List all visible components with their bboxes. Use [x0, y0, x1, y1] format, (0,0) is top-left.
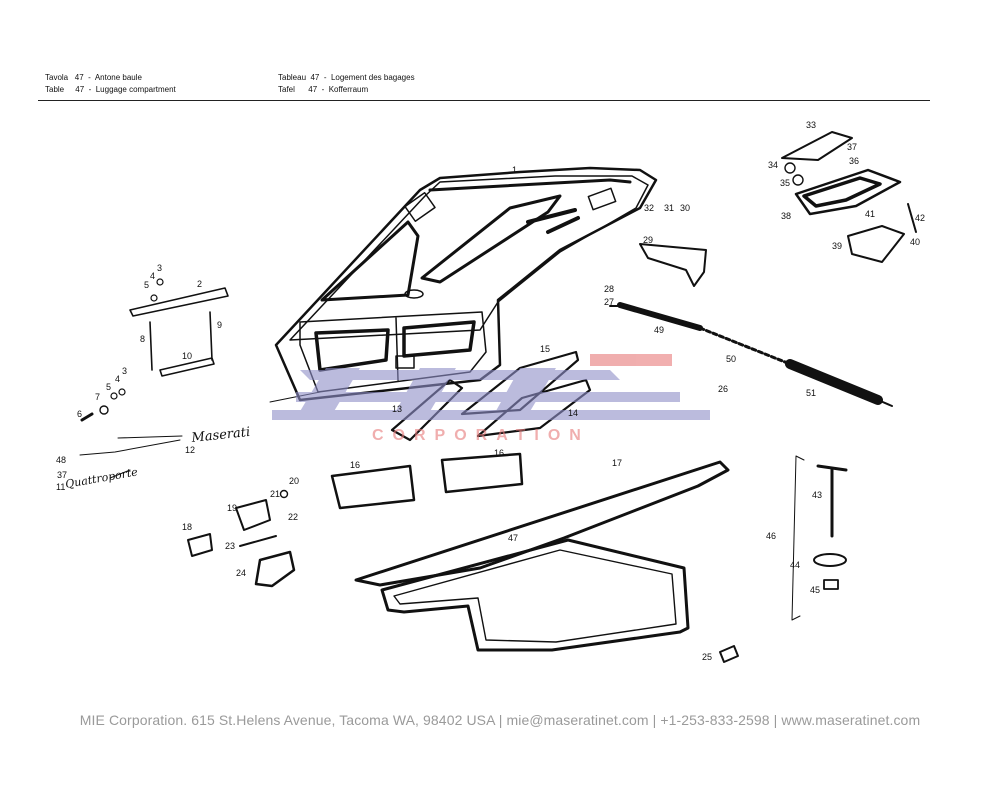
callout-label: 19 — [227, 503, 237, 513]
mie-watermark: CORPORATION — [272, 354, 710, 444]
callout-label: 5 — [106, 382, 111, 392]
callout-label: 36 — [849, 156, 859, 166]
callout-label: 34 — [768, 160, 778, 170]
callout-label: 16 — [494, 448, 504, 458]
callout-label: 5 — [144, 280, 149, 290]
callout-label: 26 — [718, 384, 728, 394]
callout-label: 37 — [847, 142, 857, 152]
callout-label: 10 — [182, 351, 192, 361]
footer-contact: MIE Corporation. 615 St.Helens Avenue, T… — [79, 712, 921, 728]
callout-label: 32 — [644, 203, 654, 213]
callout-label: 8 — [140, 334, 145, 344]
callout-label: 3 — [157, 263, 162, 273]
callout-label: 42 — [915, 213, 925, 223]
callout-label: 2 — [197, 279, 202, 289]
header-left-line-2: Table 47 - Luggage compartment — [45, 85, 176, 94]
callout-label: 46 — [766, 531, 776, 541]
callout-label: 50 — [726, 354, 736, 364]
maserati-script-badge: Maserati — [190, 425, 251, 446]
callout-label: 14 — [568, 408, 578, 418]
header-lang: Tafel — [278, 85, 295, 94]
callout-label: 22 — [288, 512, 298, 522]
callout-label: 1 — [512, 165, 517, 175]
callout-label: 25 — [702, 652, 712, 662]
callout-label: 12 — [185, 445, 195, 455]
callout-label: 17 — [612, 458, 622, 468]
callout-label: 45 — [810, 585, 820, 595]
header-right-line-1: Tableau 47 - Logement des bagages — [278, 73, 415, 82]
callout-label: 29 — [643, 235, 653, 245]
header-lang: Table — [45, 85, 65, 94]
callout-label: 4 — [150, 271, 155, 281]
callout-label: 13 — [392, 404, 402, 414]
callout-label: 18 — [182, 522, 192, 532]
callout-label: 4 — [115, 374, 120, 384]
callout-label: 40 — [910, 237, 920, 247]
quattroporte-script-badge: Quattroporte — [64, 465, 139, 491]
callout-label: 28 — [604, 284, 614, 294]
watermark-word: CORPORATION — [372, 427, 590, 444]
header-rule — [38, 100, 930, 101]
header-left-line-1: Tavola 47 - Antone baule — [45, 73, 142, 82]
callout-label: 39 — [832, 241, 842, 251]
callout-label: 44 — [790, 560, 800, 570]
callout-label: 47 — [508, 533, 518, 543]
trunk-lid-frame — [274, 166, 658, 402]
callout-label: 48 — [56, 455, 66, 465]
callout-label: 9 — [217, 320, 222, 330]
header-lang: Tavola — [45, 73, 69, 82]
callout-label: 3 — [122, 366, 127, 376]
header-right-line-2: Tafel 47 - Kofferraum — [278, 85, 369, 94]
callout-label: 33 — [806, 120, 816, 130]
callout-label: 16 — [350, 460, 360, 470]
callout-label: 51 — [806, 388, 816, 398]
callout-label: 23 — [225, 541, 235, 551]
callout-label: 20 — [289, 476, 299, 486]
callout-label: 37 — [57, 470, 67, 480]
callout-label: 15 — [540, 344, 550, 354]
callout-label: 41 — [865, 209, 875, 219]
callout-label: 27 — [604, 297, 614, 307]
callout-label: 49 — [654, 325, 664, 335]
callout-label: 24 — [236, 568, 246, 578]
callout-label: 6 — [77, 409, 82, 419]
callout-label: 7 — [95, 392, 100, 402]
header-lang: Tableau — [278, 73, 307, 82]
callout-label: 35 — [780, 178, 790, 188]
callout-label: 11 — [56, 482, 65, 492]
callout-label: 30 — [680, 203, 690, 213]
callout-label: 31 — [664, 203, 674, 213]
callout-label: 38 — [781, 211, 791, 221]
callout-label: 21 — [270, 489, 280, 499]
callout-label: 43 — [812, 490, 822, 500]
